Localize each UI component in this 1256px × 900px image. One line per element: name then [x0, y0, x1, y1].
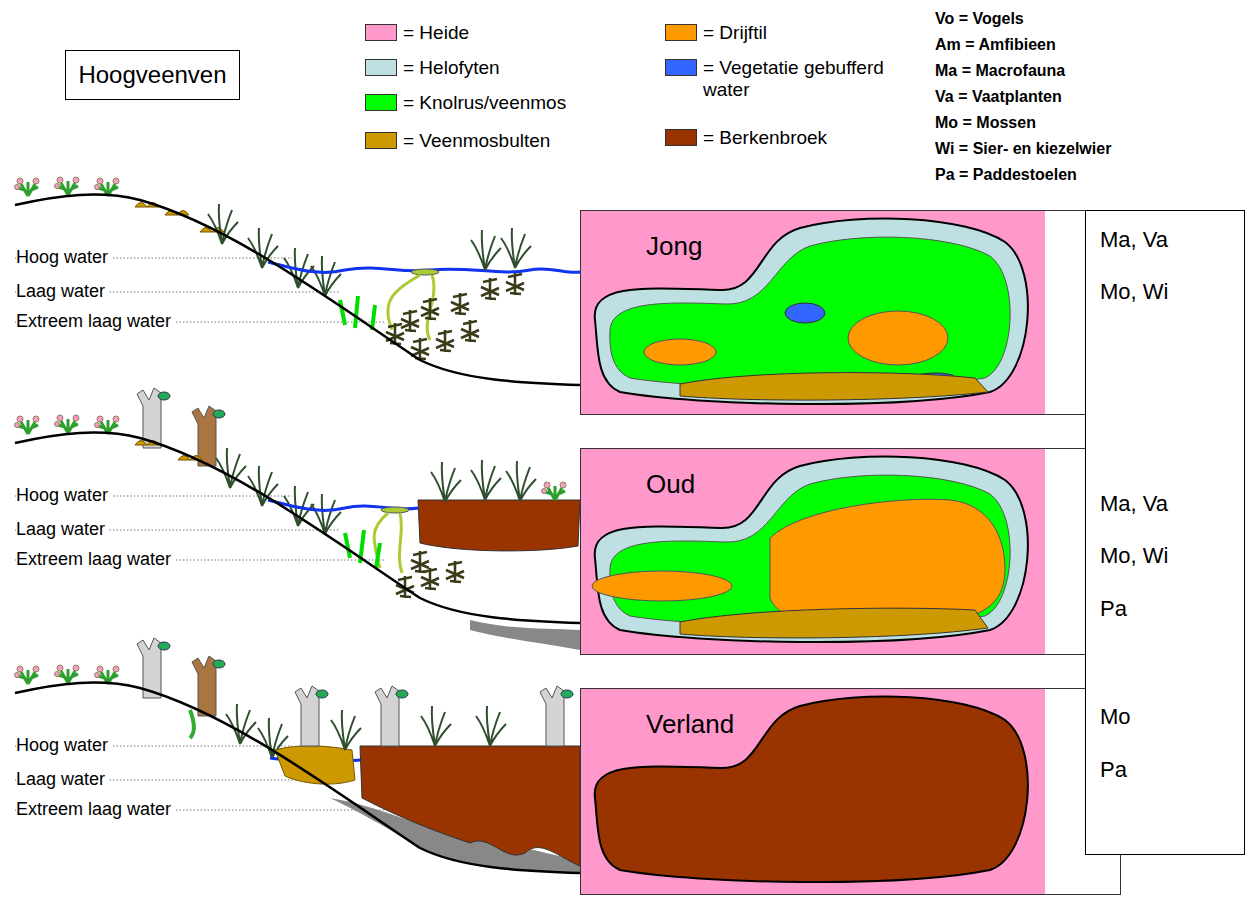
- water-level-lines: [15, 258, 385, 810]
- section-jong: [15, 177, 581, 385]
- stage-panel: Jong: [580, 210, 1121, 415]
- water-level-label: Hoog water: [16, 485, 111, 506]
- legend-text: = Veenmosbulten: [403, 130, 623, 152]
- species-code: Mo, Wi: [1100, 279, 1168, 305]
- legend-swatch: [365, 59, 397, 76]
- species-code: Pa: [1100, 757, 1127, 783]
- legend-text: = Drijftil: [703, 22, 918, 44]
- water-level-label: Laag water: [16, 519, 108, 540]
- legend-text: = Berkenbroek: [703, 127, 918, 149]
- abbreviation-key: Am = Amfibieen: [935, 34, 1059, 55]
- stage-panel: Verland: [580, 688, 1121, 895]
- legend-text: = Knolrus/veenmos: [403, 92, 623, 114]
- water-level-label: Extreem laag water: [16, 549, 174, 570]
- abbreviation-key: Pa = Paddestoelen: [935, 164, 1080, 185]
- species-code: Mo: [1100, 704, 1131, 730]
- abbreviation-key: Vo = Vogels: [935, 8, 1027, 29]
- legend-swatch: [365, 94, 397, 111]
- species-box: Ma, VaMo, WiMa, VaMo, WiPaMoPa: [1085, 210, 1245, 855]
- legend-swatch: [365, 132, 397, 149]
- water-level-label: Laag water: [16, 281, 108, 302]
- species-code: Pa: [1100, 596, 1127, 622]
- water-level-label: Extreem laag water: [16, 311, 174, 332]
- species-code: Ma, Va: [1100, 227, 1168, 253]
- species-code: Ma, Va: [1100, 491, 1168, 517]
- abbreviation-key: Wi = Sier- en kiezelwier: [935, 138, 1114, 159]
- water-level-label: Extreem laag water: [16, 799, 174, 820]
- legend-swatch: [665, 129, 697, 146]
- legend-swatch: [665, 24, 697, 41]
- water-level-label: Hoog water: [16, 735, 111, 756]
- abbreviation-key: Mo = Mossen: [935, 112, 1039, 133]
- section-verland: [15, 638, 581, 873]
- legend-text: = Helofyten: [403, 57, 623, 79]
- legend-text: = Heide: [403, 22, 623, 44]
- abbreviation-key: Va = Vaatplanten: [935, 86, 1065, 107]
- legend-text: = Vegetatie gebufferd water: [703, 57, 918, 101]
- legend-swatch: [365, 24, 397, 41]
- section-oud: [15, 388, 581, 650]
- title-text: Hoogveenven: [78, 61, 226, 89]
- stage-panel: Oud: [580, 448, 1121, 655]
- title-box: Hoogveenven: [65, 50, 240, 100]
- species-code: Mo, Wi: [1100, 543, 1168, 569]
- abbreviation-key: Ma = Macrofauna: [935, 60, 1068, 81]
- legend-swatch: [665, 59, 697, 76]
- water-level-label: Hoog water: [16, 247, 111, 268]
- water-level-label: Laag water: [16, 769, 108, 790]
